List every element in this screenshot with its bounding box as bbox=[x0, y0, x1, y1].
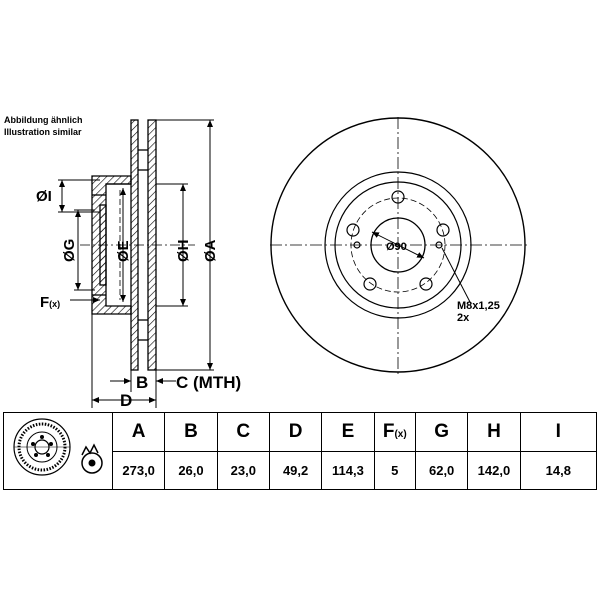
label-dim-D: D bbox=[120, 391, 132, 410]
label-dim-G: ØG bbox=[61, 239, 78, 262]
label-dim-I: ØI bbox=[36, 188, 52, 205]
header-G: G bbox=[414, 412, 469, 452]
product-thumbnail bbox=[3, 412, 113, 490]
bolt-hole bbox=[436, 223, 450, 237]
side-section-view bbox=[80, 119, 195, 371]
value-F: 5 bbox=[373, 450, 416, 490]
value-A: 273,0 bbox=[111, 450, 166, 490]
header-D: D bbox=[268, 412, 323, 452]
header-H: H bbox=[467, 412, 521, 452]
header-E: E bbox=[321, 412, 375, 452]
header-A: A bbox=[111, 412, 166, 452]
brake-disc-drawing: ØI ØG ØE ØH ØA F(x) B C (MTH) D Ø90 M8x1… bbox=[36, 117, 527, 410]
wheel-hub-icon bbox=[81, 443, 103, 474]
note-english: Illustration similar bbox=[4, 127, 82, 137]
value-E: 114,3 bbox=[321, 450, 375, 490]
label-dim-E: ØE bbox=[115, 240, 132, 262]
bolt-hole bbox=[419, 277, 433, 291]
value-I: 14,8 bbox=[519, 450, 598, 490]
illustration-note: Abbildung ähnlich Illustration similar bbox=[4, 114, 83, 138]
note-german: Abbildung ähnlich bbox=[4, 115, 83, 125]
label-dim-C: C (MTH) bbox=[176, 373, 241, 392]
label-thread: M8x1,25 bbox=[457, 300, 500, 312]
value-G: 62,0 bbox=[414, 450, 469, 490]
label-dim-F: F(x) bbox=[40, 294, 60, 311]
header-B: B bbox=[164, 412, 218, 452]
header-C: C bbox=[216, 412, 270, 452]
label-dim-B: B bbox=[136, 373, 148, 392]
value-D: 49,2 bbox=[268, 450, 323, 490]
header-I: I bbox=[519, 412, 598, 452]
header-F: F(x) bbox=[373, 412, 416, 452]
label-dim-A: ØA bbox=[202, 239, 219, 262]
bolt-hole bbox=[363, 277, 377, 291]
disc-thumbnail-icon bbox=[13, 418, 103, 476]
front-view bbox=[270, 117, 527, 374]
bolt-hole bbox=[346, 223, 360, 237]
spec-table: A B C D E F(x) G H I 273,0 26,0 23,0 49,… bbox=[3, 412, 598, 490]
label-pcd: Ø90 bbox=[386, 241, 407, 253]
value-C: 23,0 bbox=[216, 450, 270, 490]
value-H: 142,0 bbox=[467, 450, 521, 490]
label-dim-H: ØH bbox=[175, 240, 192, 263]
label-thread-qty: 2x bbox=[457, 312, 470, 324]
value-B: 26,0 bbox=[164, 450, 218, 490]
